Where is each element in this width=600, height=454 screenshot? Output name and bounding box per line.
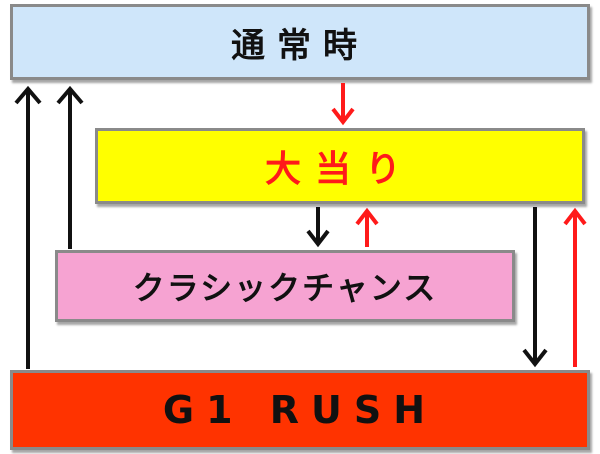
arrow-normal-to-jackpot: [331, 83, 355, 126]
g1-rush-box: G1 RUSH: [10, 370, 590, 450]
arrow-rush-to-normal: [14, 85, 42, 369]
normal-state-label: 通常時: [231, 25, 369, 66]
arrow-classic-to-jackpot: [355, 207, 379, 247]
classic-chance-box: クラシックチャンス: [55, 250, 515, 322]
arrow-rush-to-jackpot: [563, 207, 587, 367]
arrow-jackpot-to-classic: [306, 207, 330, 248]
normal-state-box: 通常時: [10, 4, 590, 80]
jackpot-box: 大当り: [95, 128, 585, 204]
g1-rush-label: G1 RUSH: [162, 388, 438, 432]
arrow-jackpot-to-rush: [522, 207, 548, 368]
classic-chance-label: クラシックチャンス: [132, 269, 438, 307]
jackpot-label: 大当り: [264, 149, 415, 190]
arrow-classic-to-normal: [56, 85, 84, 249]
